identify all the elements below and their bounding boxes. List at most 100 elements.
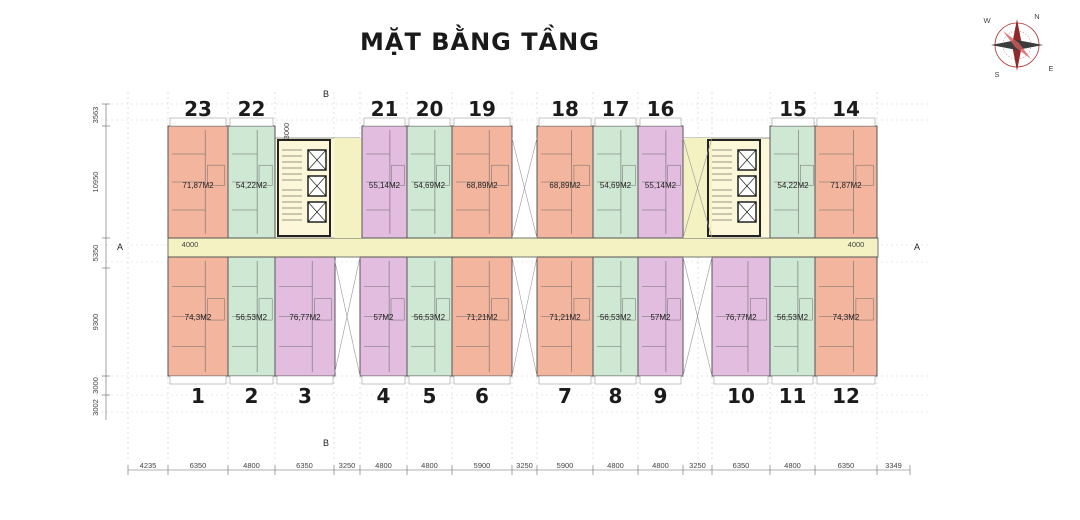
- unit-top-area: 54,69M2: [600, 181, 632, 190]
- balcony: [169, 117, 227, 127]
- bottom-dimension-label: 3250: [339, 461, 356, 470]
- core-wall: [707, 139, 761, 237]
- compass-west: W: [983, 16, 991, 25]
- unit-top-area: 54,69M2: [414, 181, 446, 190]
- bathroom: [258, 164, 273, 186]
- void-cross: [682, 137, 713, 239]
- unit-top-18: 68,89M2 18: [536, 97, 594, 239]
- balcony: [771, 375, 814, 385]
- unit-top-number: 15: [779, 97, 807, 121]
- bathroom: [436, 298, 450, 321]
- compass-needle-diag: [1003, 31, 1031, 59]
- bathroom: [207, 298, 225, 321]
- main-corridor: [167, 237, 879, 258]
- balcony: [408, 375, 451, 385]
- balcony: [816, 375, 876, 385]
- bathroom: [855, 164, 874, 186]
- balcony: [816, 117, 876, 127]
- void-cross: [333, 256, 361, 377]
- bathroom: [799, 298, 813, 321]
- balcony: [276, 375, 334, 385]
- axis-b-bottom: B: [323, 438, 329, 448]
- bathroom: [390, 298, 405, 321]
- unit-bottom-area: 57M2: [650, 313, 671, 322]
- bottom-dimension-label: 3250: [516, 461, 533, 470]
- balcony: [363, 117, 406, 127]
- unit-top-number: 23: [184, 97, 212, 121]
- elevator-cross: [737, 201, 757, 223]
- left-dimension-label: 3000: [91, 377, 100, 394]
- unit-bottom-number: 10: [727, 384, 755, 408]
- unit-top-area: 55,14M2: [645, 181, 677, 190]
- elevator-cross: [737, 149, 757, 171]
- unit-bottom-area: 74,3M2: [185, 313, 212, 322]
- unit-bottom-number: 3: [298, 384, 312, 408]
- bathroom: [855, 298, 874, 321]
- balcony: [169, 375, 227, 385]
- bathroom: [667, 164, 681, 186]
- balcony: [639, 375, 682, 385]
- unit-top-20: 54,69M2 20: [406, 97, 453, 239]
- bottom-dimension-label: 5900: [557, 461, 574, 470]
- void-cross: [511, 137, 538, 239]
- left-dimension-label: 3563: [91, 107, 100, 124]
- unit-top-area: 71,87M2: [830, 181, 862, 190]
- unit-bottom-number: 9: [654, 384, 668, 408]
- unit-top-area: 54,22M2: [777, 181, 809, 190]
- core-right: [707, 139, 761, 237]
- corridor-dimension-right: 4000: [848, 240, 865, 249]
- unit-top-number: 21: [371, 97, 399, 121]
- unit-top-area: 71,87M2: [182, 181, 214, 190]
- unit-bottom-3: 76,77M2 3: [274, 256, 336, 408]
- balcony: [408, 117, 451, 127]
- unit-top-number: 22: [238, 97, 266, 121]
- unit-top-area: 55,14M2: [369, 181, 401, 190]
- bottom-dimension-label: 4800: [243, 461, 260, 470]
- axis-b-top: B: [323, 89, 329, 99]
- core-dimension: 3000: [282, 123, 291, 140]
- left-dimension-label: 9300: [91, 314, 100, 331]
- bathroom: [258, 298, 273, 321]
- elevator-cross: [737, 175, 757, 197]
- unit-top-21: 55,14M2 21: [361, 97, 408, 239]
- unit-top-number: 20: [416, 97, 444, 121]
- unit-top-number: 18: [551, 97, 579, 121]
- void-cross: [682, 256, 713, 377]
- compass-east: E: [1048, 64, 1053, 73]
- balcony: [594, 117, 637, 127]
- unit-bottom-number: 1: [191, 384, 205, 408]
- unit-bottom-number: 4: [377, 384, 391, 408]
- bottom-dimension-label: 4800: [375, 461, 392, 470]
- axis-a-left: A: [117, 242, 123, 252]
- unit-bottom-number: 8: [609, 384, 623, 408]
- core-corridor-left: [334, 138, 362, 238]
- balcony: [594, 375, 637, 385]
- balcony: [771, 117, 815, 127]
- bottom-dimension-label: 3349: [885, 461, 902, 470]
- balcony: [713, 375, 769, 385]
- unit-bottom-area: 76,77M2: [289, 313, 321, 322]
- elevator-cross: [307, 201, 327, 223]
- compass-south: S: [994, 70, 999, 79]
- left-dimension-label: 10950: [91, 172, 100, 193]
- bottom-dimension-label: 4800: [421, 461, 438, 470]
- unit-top-number: 17: [602, 97, 630, 121]
- elevator-cross: [307, 149, 327, 171]
- bathroom: [800, 164, 814, 186]
- bottom-dimension-label: 6350: [838, 461, 855, 470]
- balcony: [453, 117, 511, 127]
- unit-top-area: 68,89M2: [549, 181, 581, 190]
- bottom-dimension-label: 4235: [140, 461, 157, 470]
- page-title: MẶT BẰNG TẦNG: [360, 28, 600, 56]
- bathroom: [436, 164, 450, 186]
- bottom-dimension-label: 5900: [474, 461, 491, 470]
- bottom-dimension-label: 4800: [607, 461, 624, 470]
